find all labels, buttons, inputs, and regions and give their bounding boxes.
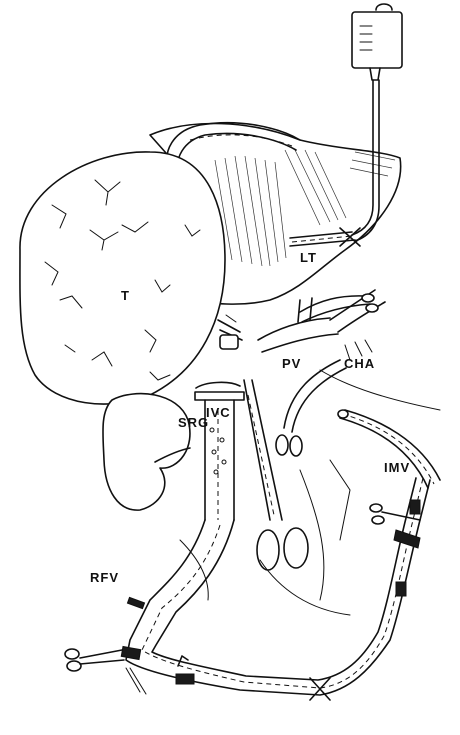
bypass-tube — [126, 478, 430, 695]
tumor — [20, 152, 225, 404]
label-cha: CHA — [344, 356, 375, 371]
portal-vein — [258, 298, 338, 352]
infusion-bag — [352, 4, 402, 80]
label-ivc: IVC — [206, 405, 231, 420]
label-lt: LT — [300, 250, 317, 265]
portal-forceps — [276, 360, 346, 456]
kidney — [103, 394, 190, 511]
label-pv: PV — [282, 356, 301, 371]
label-tumor: T — [121, 288, 130, 303]
hepatic-artery — [330, 290, 385, 360]
label-imv: IMV — [384, 460, 410, 475]
ivc — [195, 382, 244, 520]
imv-tube — [338, 410, 440, 488]
label-srg: SRG — [178, 415, 209, 430]
label-rfv: RFV — [90, 570, 119, 585]
hilar-clamps — [218, 315, 242, 349]
scissors — [244, 380, 308, 570]
